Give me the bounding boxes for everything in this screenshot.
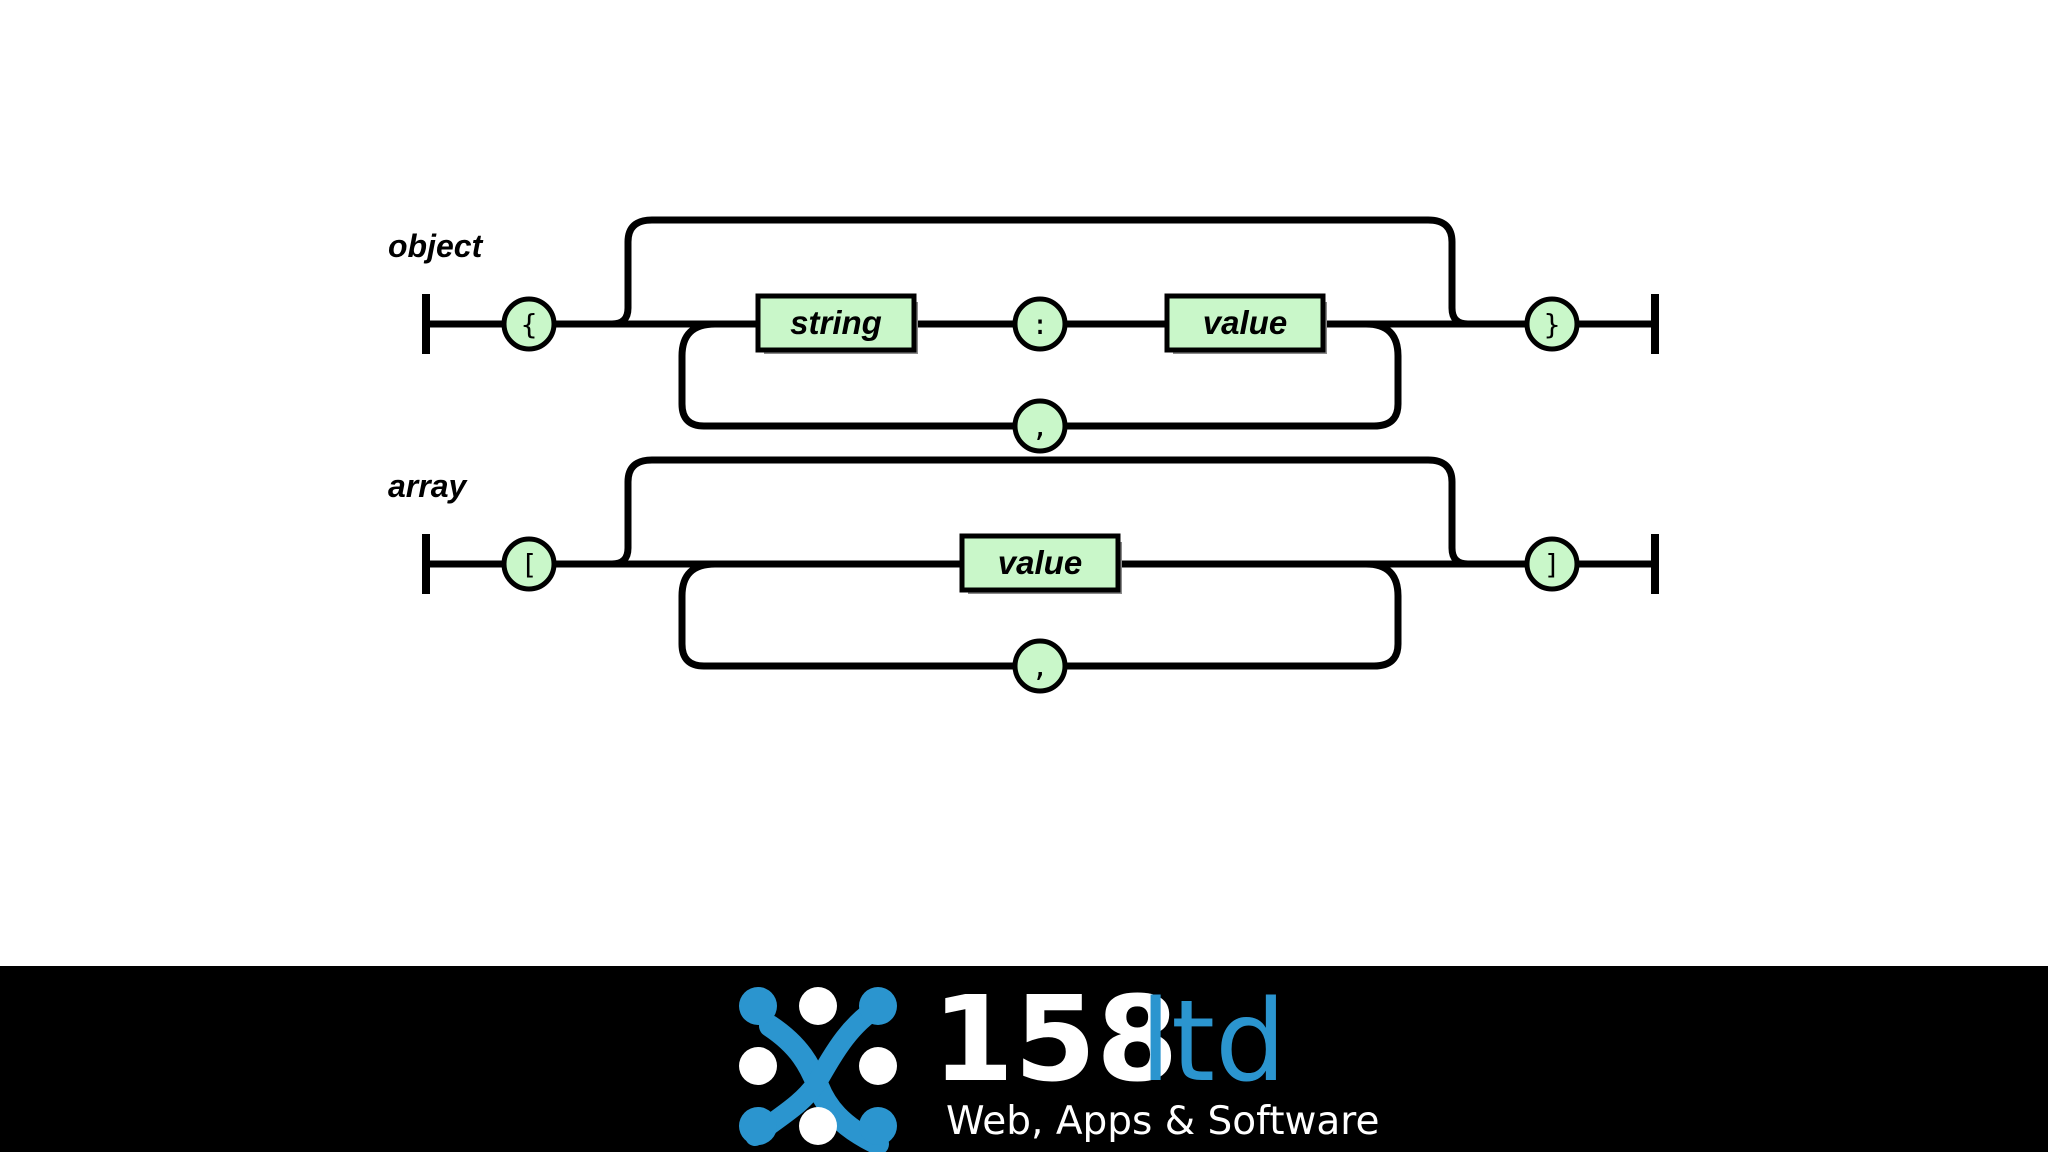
object-comma-node: , xyxy=(1012,398,1068,454)
object-diagram: object { string xyxy=(388,216,1659,454)
array-empty-bypass-path xyxy=(611,456,1469,568)
array-open-bracket-node: [ xyxy=(501,536,557,592)
object-string-label: string xyxy=(790,304,882,341)
array-close-bracket-label: ] xyxy=(1544,548,1561,581)
object-close-brace-node: } xyxy=(1524,296,1580,352)
array-value-label: value xyxy=(998,544,1082,581)
array-open-bracket-label: [ xyxy=(521,548,538,581)
object-open-brace-label: { xyxy=(521,308,538,341)
object-value-label: value xyxy=(1203,304,1287,341)
object-empty-bypass-path xyxy=(611,216,1469,328)
array-diagram: array [ value , xyxy=(388,456,1659,694)
object-title: object xyxy=(388,228,484,264)
array-value-node: value xyxy=(959,533,1122,594)
array-close-bracket-node: ] xyxy=(1524,536,1580,592)
brand-suffix: ltd xyxy=(1140,977,1286,1107)
object-close-brace-label: } xyxy=(1544,308,1561,341)
object-comma-label: , xyxy=(1032,410,1049,443)
brand-tagline: Web, Apps & Software xyxy=(946,1099,1379,1144)
object-colon-node: : xyxy=(1012,296,1068,352)
object-open-brace-node: { xyxy=(501,296,557,352)
dots-network-logo-icon xyxy=(739,987,897,1152)
object-value-node: value xyxy=(1164,293,1327,354)
object-colon-label: : xyxy=(1032,308,1049,341)
railroad-diagram: object { string xyxy=(388,216,1659,694)
array-comma-node: , xyxy=(1012,638,1068,694)
object-string-node: string xyxy=(755,293,918,354)
brand-logo: 158 ltd Web, Apps & Software xyxy=(739,970,1379,1152)
brand-footer: 158 ltd Web, Apps & Software xyxy=(0,966,2048,1152)
array-title: array xyxy=(388,468,469,504)
array-comma-label: , xyxy=(1032,650,1049,683)
railroad-diagram-area: object { string xyxy=(388,216,1659,694)
brand-number: 158 xyxy=(932,970,1178,1108)
